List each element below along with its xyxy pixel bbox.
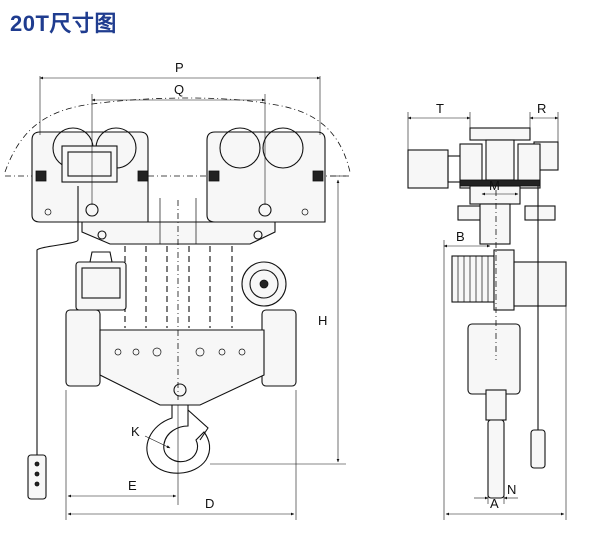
bolt-block [35, 170, 47, 182]
small-bolt [44, 208, 52, 216]
pendant-button [34, 461, 40, 467]
motor-fins [457, 256, 489, 302]
load-chains [124, 246, 233, 328]
gear-hub [249, 269, 279, 299]
side-bottom-block [485, 389, 507, 421]
side-bracket [457, 205, 483, 221]
pin-left [97, 230, 107, 240]
hook-latch [187, 409, 209, 441]
bolt-block [208, 170, 220, 182]
chain-bucket-right [261, 309, 297, 387]
gear-center [259, 279, 269, 289]
pendant-control [27, 454, 47, 500]
right-trolley-plate [206, 131, 326, 223]
dim-label-d: D [205, 496, 214, 511]
pendant-cable [36, 186, 79, 455]
side-pendant [530, 429, 546, 469]
dim-label-r: R [537, 101, 546, 116]
motor-panel [81, 267, 121, 299]
dim-label-b: B [456, 229, 465, 244]
trolley-motor [407, 149, 449, 189]
bottom-block [99, 329, 265, 406]
dim-label-e: E [128, 478, 137, 493]
beam-outline [4, 97, 351, 173]
front-view: P Q H K E D [4, 60, 351, 520]
dim-label-p: P [175, 60, 184, 75]
beam-web [485, 139, 515, 181]
trolley-gearbox [61, 145, 118, 183]
hook [146, 404, 211, 474]
dim-label-a: A [490, 496, 499, 511]
dim-label-h: H [318, 313, 327, 328]
trolley-side-plate [517, 143, 541, 189]
page-title: 20T尺寸图 [10, 11, 117, 36]
hook-pivot [173, 383, 187, 397]
side-view: T R M B N A [407, 101, 567, 520]
dim-line-k [144, 435, 171, 449]
trolley-wheel [262, 127, 304, 169]
beam-top-flange [469, 127, 531, 141]
motor-mount [89, 251, 113, 263]
bottom-block-holes [114, 347, 246, 357]
hoist-column [479, 203, 511, 245]
dim-label-q: Q [174, 82, 184, 97]
trolley-base-bar [459, 179, 541, 187]
bolt-block [312, 170, 324, 182]
hoist-gearbox [493, 249, 515, 311]
hoist-motor-left [75, 261, 127, 311]
dim-label-k: K [131, 424, 140, 439]
dim-label-n: N [507, 482, 516, 497]
dim-label-m: M [489, 178, 500, 193]
gearbox-window [67, 151, 112, 177]
side-bracket [524, 205, 556, 221]
side-chain-bucket [467, 323, 521, 395]
small-bolt [301, 208, 309, 216]
pendant-button [34, 481, 40, 487]
hoist-brake [513, 261, 567, 307]
upper-crossbar [81, 221, 276, 245]
pendant-button [34, 471, 40, 477]
side-hook [487, 419, 505, 499]
chain-bucket-left [65, 309, 101, 387]
trolley-wheel [219, 127, 261, 169]
bolt-block [137, 170, 149, 182]
pin-right [253, 230, 263, 240]
dim-label-t: T [436, 101, 444, 116]
hoist-motor [451, 255, 495, 303]
